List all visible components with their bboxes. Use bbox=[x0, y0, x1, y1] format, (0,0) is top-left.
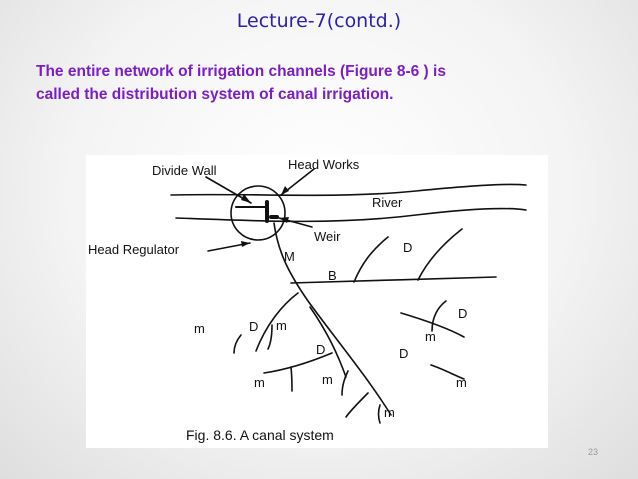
label-minor-1: m bbox=[194, 321, 205, 336]
label-distributary-4: D bbox=[316, 342, 325, 357]
slide-title: Lecture-7(contd.) bbox=[236, 10, 402, 32]
label-minor-6: m bbox=[456, 375, 467, 390]
arrowhead-head-works bbox=[281, 186, 289, 195]
distributary-2 bbox=[417, 228, 463, 281]
arrowhead-head-regulator bbox=[241, 241, 250, 247]
minor-branch-2 bbox=[430, 364, 465, 380]
minor-main-4 bbox=[263, 352, 333, 374]
label-distributary-3: D bbox=[249, 319, 258, 334]
minor-main-5 bbox=[345, 392, 369, 418]
main-canal bbox=[273, 222, 392, 416]
distributary-5 bbox=[255, 292, 299, 352]
page-number: 23 bbox=[587, 447, 598, 457]
label-branch-canal: B bbox=[328, 268, 337, 283]
arrowhead-divide-wall bbox=[241, 194, 251, 203]
paragraph-line-1: The entire network of irrigation channel… bbox=[36, 63, 446, 80]
arrowhead-weir bbox=[279, 217, 289, 223]
slide-paragraph: The entire network of irrigation channel… bbox=[36, 60, 616, 106]
label-main-canal: M bbox=[284, 249, 295, 264]
minor-branch-1 bbox=[431, 300, 447, 332]
label-minor-3: m bbox=[425, 329, 436, 344]
figure-caption: Fig. 8.6. A canal system bbox=[186, 427, 334, 443]
branch-canal bbox=[290, 276, 497, 284]
head-works-circle bbox=[230, 185, 286, 241]
canal-system-figure: Divide Wall Head Works River Weir Head R… bbox=[86, 155, 548, 448]
label-divide-wall: Divide Wall bbox=[152, 163, 217, 178]
label-distributary-2: D bbox=[458, 306, 467, 321]
canal-system-diagram: Divide Wall Head Works River Weir Head R… bbox=[88, 157, 527, 443]
label-river: River bbox=[372, 195, 403, 210]
label-head-regulator: Head Regulator bbox=[88, 242, 180, 257]
label-minor-2: m bbox=[276, 318, 287, 333]
label-distributary-1: D bbox=[403, 240, 412, 255]
minor-main-7 bbox=[341, 370, 349, 396]
label-head-works: Head Works bbox=[288, 157, 360, 172]
distributary-4 bbox=[309, 306, 347, 378]
label-minor-4: m bbox=[322, 372, 333, 387]
label-minor-5: m bbox=[254, 375, 265, 390]
label-minor-7: m bbox=[384, 405, 395, 420]
paragraph-line-2: called the distribution system of canal … bbox=[36, 86, 394, 103]
minor-main-3 bbox=[290, 366, 293, 392]
river-bank-lower bbox=[175, 207, 527, 223]
label-distributary-5: D bbox=[399, 346, 408, 361]
label-weir: Weir bbox=[314, 229, 341, 244]
minor-main-2 bbox=[267, 324, 273, 350]
minor-main-1 bbox=[233, 334, 242, 354]
distributary-1 bbox=[353, 236, 389, 283]
minor-main-6 bbox=[377, 404, 381, 424]
river-bank-upper bbox=[170, 183, 527, 197]
